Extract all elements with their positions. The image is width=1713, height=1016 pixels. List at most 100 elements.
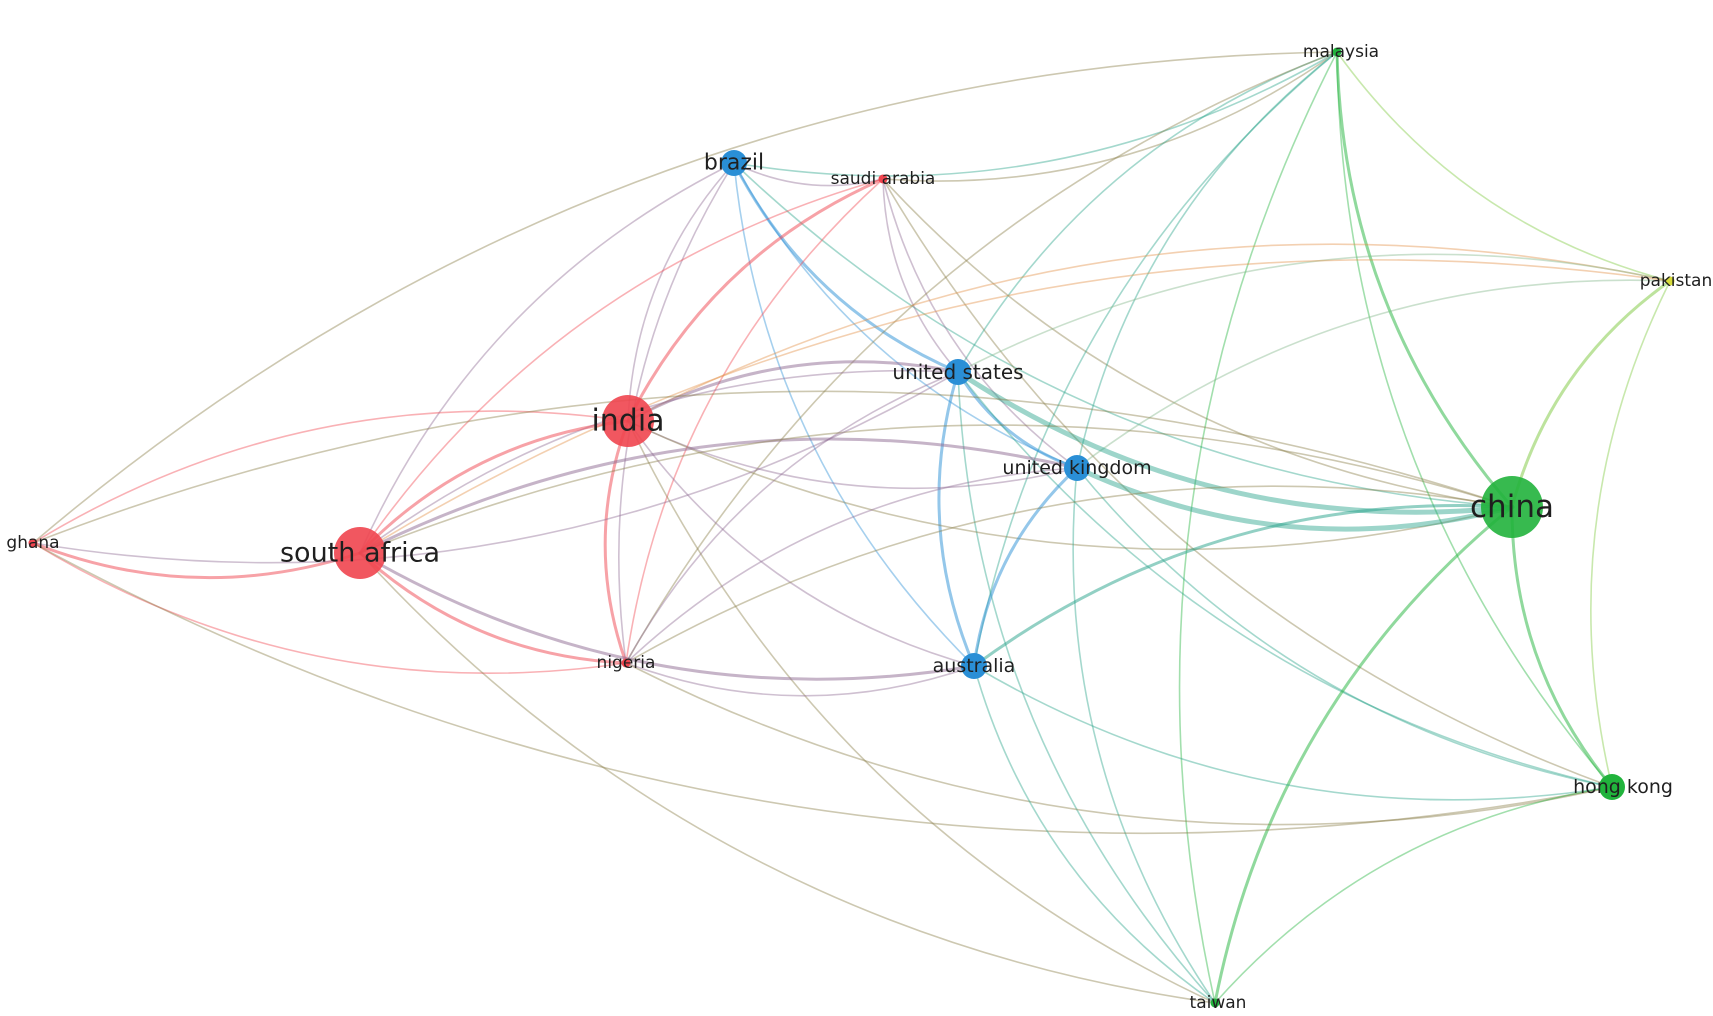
node-south-africa[interactable] bbox=[334, 527, 386, 579]
link-malaysia-nigeria bbox=[625, 51, 1338, 664]
link-malaysia-united-kingdom bbox=[1076, 51, 1338, 469]
link-malaysia-pakistan bbox=[1336, 51, 1671, 282]
link-brazil-united-states bbox=[732, 161, 960, 374]
link-india-australia bbox=[627, 420, 975, 667]
link-united-states-hong-kong bbox=[957, 371, 1613, 788]
link-malaysia-ghana bbox=[32, 51, 1338, 544]
node-china[interactable] bbox=[1481, 476, 1543, 538]
node-label-brazil: brazil bbox=[704, 151, 764, 176]
link-malaysia-united-states bbox=[957, 51, 1338, 373]
node-label-malaysia: malaysia bbox=[1303, 42, 1379, 62]
node-label-united-states: united states bbox=[892, 360, 1023, 384]
node-label-hong-kong: hong kong bbox=[1573, 776, 1673, 798]
nodes-layer bbox=[28, 47, 1675, 1008]
link-nigeria-hong-kong bbox=[625, 662, 1613, 826]
link-united-kingdom-china bbox=[1074, 465, 1515, 532]
link-saudi-arabia-south-africa bbox=[359, 178, 884, 554]
node-label-china: china bbox=[1470, 489, 1554, 525]
node-united-states[interactable] bbox=[945, 359, 971, 385]
node-label-united-kingdom: united kingdom bbox=[1002, 457, 1151, 479]
link-ghana-nigeria bbox=[32, 542, 627, 674]
link-pakistan-hong-kong bbox=[1590, 280, 1671, 788]
link-united-states-australia bbox=[937, 370, 976, 668]
node-label-pakistan: pakistan bbox=[1640, 271, 1713, 291]
link-united-states-united-kingdom bbox=[956, 370, 1079, 470]
link-china-taiwan bbox=[1213, 505, 1514, 1005]
link-saudi-arabia-india bbox=[626, 177, 885, 423]
link-ghana-hong-kong bbox=[32, 542, 1613, 835]
labels-layer: brazil saudi arabia malaysia pakistan united… bbox=[6, 42, 1712, 1013]
node-hong-kong[interactable] bbox=[1599, 774, 1625, 800]
node-united-kingdom[interactable] bbox=[1064, 455, 1090, 481]
node-malaysia[interactable] bbox=[1332, 47, 1342, 57]
node-label-australia: australia bbox=[933, 655, 1016, 677]
node-label-india: india bbox=[591, 404, 664, 439]
node-label-taiwan: taiwan bbox=[1190, 993, 1247, 1013]
link-united-kingdom-australia bbox=[972, 466, 1079, 668]
link-united-states-nigeria bbox=[625, 371, 959, 664]
link-united-kingdom-south-africa bbox=[358, 437, 1079, 555]
link-india-nigeria bbox=[603, 419, 630, 665]
link-brazil-saudi-arabia bbox=[733, 162, 884, 187]
link-saudi-arabia-united-kingdom bbox=[882, 178, 1078, 469]
link-india-taiwan bbox=[627, 420, 1216, 1004]
node-india[interactable] bbox=[602, 395, 654, 447]
node-label-ghana: ghana bbox=[6, 533, 59, 553]
link-china-nigeria bbox=[625, 485, 1513, 664]
link-pakistan-south-africa bbox=[359, 259, 1671, 554]
links-layer bbox=[31, 50, 1672, 1005]
link-china-ghana bbox=[32, 390, 1513, 544]
link-south-africa-taiwan bbox=[359, 552, 1216, 1004]
link-india-south-africa bbox=[358, 419, 630, 555]
node-brazil[interactable] bbox=[721, 150, 747, 176]
link-india-ghana bbox=[32, 410, 629, 544]
node-label-nigeria: nigeria bbox=[597, 653, 656, 673]
node-australia[interactable] bbox=[961, 653, 987, 679]
link-hong-kong-taiwan bbox=[1214, 786, 1613, 1004]
link-brazil-malaysia bbox=[733, 51, 1338, 177]
link-malaysia-china bbox=[1335, 50, 1514, 509]
link-ghana-united-states bbox=[32, 371, 959, 564]
link-australia-taiwan bbox=[973, 665, 1216, 1004]
link-china-australia bbox=[972, 503, 1514, 668]
link-united-kingdom-nigeria bbox=[625, 467, 1078, 664]
node-label-south-africa: south africa bbox=[280, 538, 440, 569]
link-australia-hong-kong bbox=[973, 665, 1613, 801]
link-china-south-africa bbox=[359, 424, 1513, 554]
link-china-hong-kong bbox=[1510, 505, 1614, 789]
node-ghana[interactable] bbox=[28, 538, 38, 548]
link-malaysia-australia bbox=[973, 51, 1338, 667]
link-united-kingdom-hong-kong bbox=[1076, 467, 1613, 788]
link-malaysia-hong-kong bbox=[1336, 51, 1613, 788]
link-brazil-united-kingdom bbox=[733, 162, 1078, 469]
link-brazil-australia bbox=[733, 162, 975, 667]
link-pakistan-united-states bbox=[957, 253, 1671, 373]
node-taiwan[interactable] bbox=[1210, 998, 1220, 1008]
link-ghana-south-africa bbox=[31, 541, 362, 580]
link-united-kingdom-taiwan bbox=[1072, 467, 1216, 1004]
link-saudi-arabia-china bbox=[882, 178, 1513, 508]
node-saudi-arabia[interactable] bbox=[878, 174, 888, 184]
node-nigeria[interactable] bbox=[621, 658, 631, 668]
link-saudi-arabia-united-states bbox=[882, 178, 959, 373]
node-label-saudi-arabia: saudi arabia bbox=[831, 169, 936, 189]
link-brazil-south-africa bbox=[359, 162, 735, 554]
link-united-states-china bbox=[955, 369, 1515, 515]
link-south-africa-nigeria bbox=[358, 551, 628, 665]
link-brazil-china bbox=[733, 162, 1513, 508]
link-pakistan-united-kingdom bbox=[1076, 279, 1671, 469]
link-pakistan-china bbox=[1510, 279, 1672, 509]
link-nigeria-australia bbox=[625, 662, 975, 697]
link-saudi-arabia-nigeria bbox=[625, 178, 884, 664]
link-saudi-arabia-malaysia bbox=[882, 51, 1338, 182]
node-pakistan[interactable] bbox=[1665, 276, 1675, 286]
link-united-states-india bbox=[626, 360, 960, 423]
link-india-china bbox=[627, 420, 1513, 551]
link-south-africa-australia bbox=[358, 551, 976, 681]
link-pakistan-india bbox=[627, 243, 1671, 422]
link-malaysia-taiwan bbox=[1178, 51, 1338, 1004]
link-united-states-taiwan bbox=[957, 371, 1216, 1004]
link-brazil-india bbox=[627, 162, 735, 422]
link-india-united-kingdom bbox=[627, 420, 1078, 490]
